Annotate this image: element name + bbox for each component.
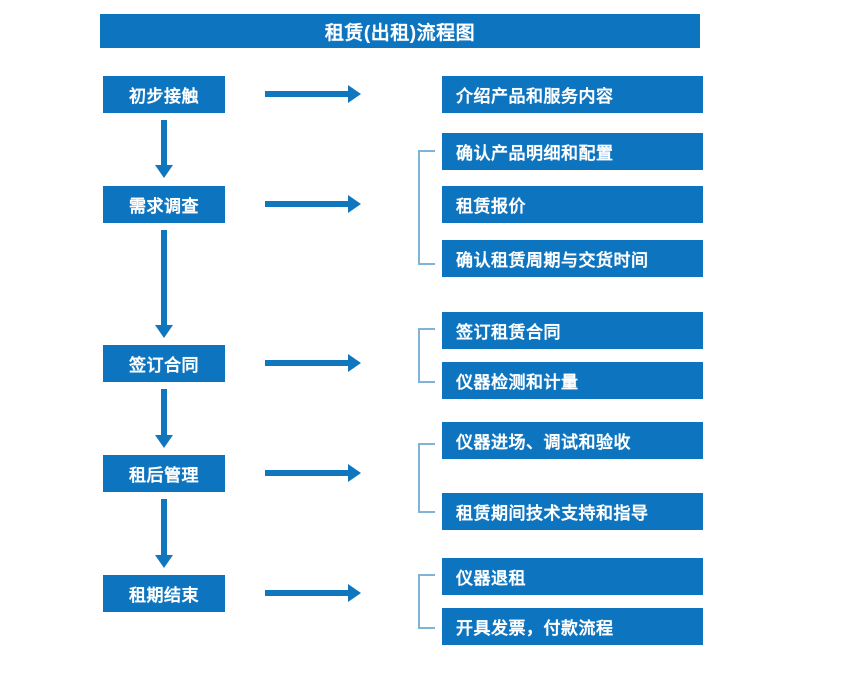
detail-box-5[interactable]: 签订租赁合同 xyxy=(442,312,703,349)
flow-arrow-down-3 xyxy=(155,389,173,448)
detail-box-6[interactable]: 仪器检测和计量 xyxy=(442,362,703,399)
flow-arrow-down-4 xyxy=(155,499,173,568)
stage-box-4[interactable]: 租后管理 xyxy=(103,455,225,492)
flow-arrow-down-2 xyxy=(155,230,173,338)
detail-box-9[interactable]: 仪器退租 xyxy=(442,558,703,595)
group-bracket-1 xyxy=(418,150,435,265)
detail-box-2[interactable]: 确认产品明细和配置 xyxy=(442,133,703,170)
detail-box-1[interactable]: 介绍产品和服务内容 xyxy=(442,76,703,113)
flow-arrow-down-1 xyxy=(155,120,173,178)
group-bracket-2 xyxy=(418,328,435,383)
detail-box-3[interactable]: 租赁报价 xyxy=(442,186,703,223)
branch-arrow-right-5 xyxy=(265,584,361,602)
stage-box-5[interactable]: 租期结束 xyxy=(103,575,225,612)
branch-arrow-right-4 xyxy=(265,464,361,482)
detail-box-7[interactable]: 仪器进场、调试和验收 xyxy=(442,422,703,459)
branch-arrow-right-3 xyxy=(265,354,361,372)
stage-box-1[interactable]: 初步接触 xyxy=(103,76,225,113)
branch-arrow-right-2 xyxy=(265,195,361,213)
stage-box-2[interactable]: 需求调查 xyxy=(103,186,225,223)
stage-box-3[interactable]: 签订合同 xyxy=(103,345,225,382)
group-bracket-4 xyxy=(418,574,435,629)
chart-title-bar: 租赁(出租)流程图 xyxy=(100,14,700,48)
branch-arrow-right-1 xyxy=(265,85,361,103)
detail-box-10[interactable]: 开具发票，付款流程 xyxy=(442,608,703,645)
group-bracket-3 xyxy=(418,443,435,513)
detail-box-4[interactable]: 确认租赁周期与交货时间 xyxy=(442,240,703,277)
detail-box-8[interactable]: 租赁期间技术支持和指导 xyxy=(442,493,703,530)
